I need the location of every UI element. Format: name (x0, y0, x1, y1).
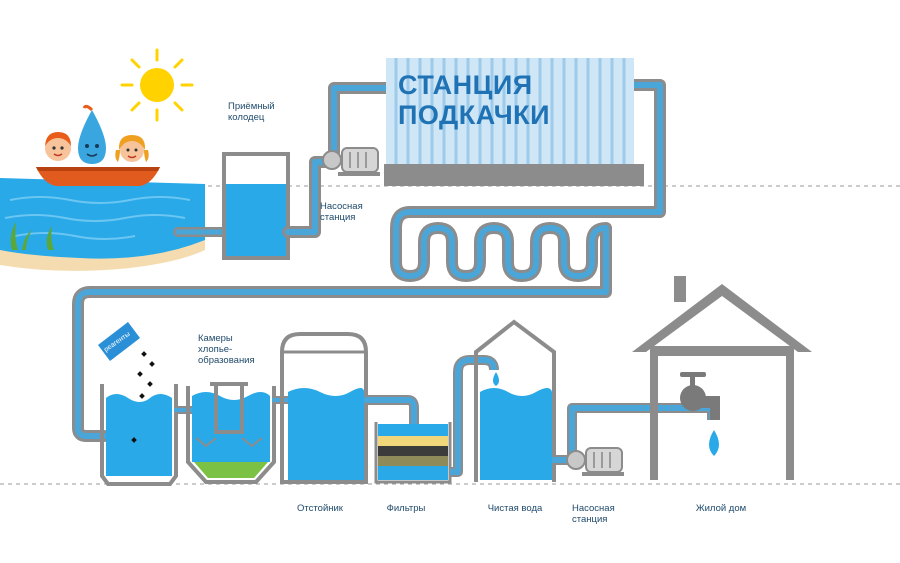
house-label: Жилой дом (695, 503, 747, 514)
flocculation-label-line1: Камеры (198, 333, 233, 344)
pump-bottom-icon (566, 447, 624, 476)
pump-top-icon (322, 147, 380, 176)
sun-icon (120, 48, 194, 122)
clean-water-label: Чистая вода (487, 503, 543, 514)
settler-tank (280, 332, 368, 484)
station-title: СТАНЦИЯ ПОДКАЧКИ (398, 70, 550, 130)
pump-station-bottom-label-line1: Насосная (572, 503, 615, 514)
flocculation-label: Камеры хлопье- образования (198, 333, 255, 366)
lake (0, 178, 205, 271)
booster-station (384, 58, 644, 186)
mixing-tank (100, 384, 178, 486)
station-title-line1: СТАНЦИЯ (398, 70, 533, 100)
pump-station-bottom-label: Насосная станция (572, 503, 615, 525)
reed-icon (10, 222, 54, 250)
water-drop-house-icon (709, 430, 719, 456)
house-icon (632, 276, 812, 480)
main-pipe (72, 79, 666, 442)
intake-well-label: Приёмный колодец (228, 101, 275, 123)
flocculation-label-line3: образования (198, 355, 255, 366)
pump-station-top-label-line2: станция (320, 212, 356, 223)
settler-label: Отстойник (297, 503, 343, 514)
filter-layers (374, 422, 452, 484)
pump-station-top-label: Насосная станция (320, 201, 363, 223)
station-title-line2: ПОДКАЧКИ (398, 100, 551, 130)
pump-station-bottom-label-line2: станция (572, 514, 608, 525)
flocculation-label-line2: хлопье- (198, 344, 233, 355)
water-drop-icon (493, 372, 499, 386)
boat-with-children (36, 104, 160, 186)
intake-well (222, 152, 290, 260)
clean-water-tank (474, 319, 556, 482)
filters-label: Фильтры (386, 503, 426, 514)
flocculation-chamber (186, 382, 276, 484)
intake-well-label-line1: Приёмный (228, 101, 275, 112)
pump-station-top-label-line1: Насосная (320, 201, 363, 212)
intake-well-label-line2: колодец (228, 112, 265, 123)
